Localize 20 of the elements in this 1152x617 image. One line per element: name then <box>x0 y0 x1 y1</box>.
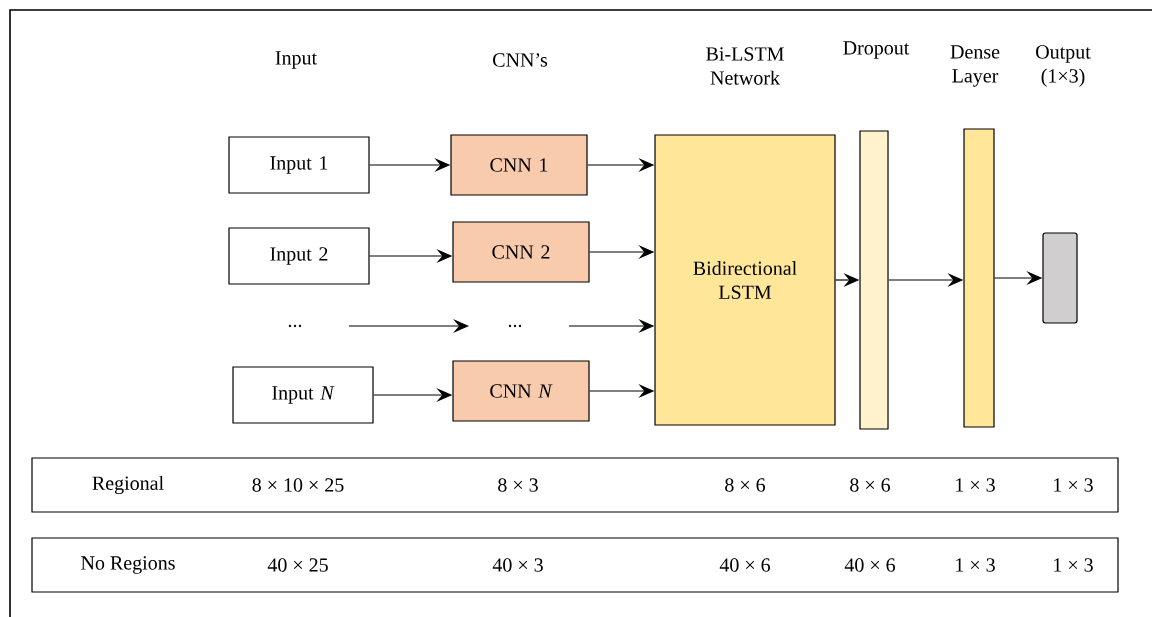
input-box: Input N <box>232 366 374 424</box>
input-box: Input 1 <box>228 136 370 194</box>
table-row: No Regions 40 × 25 40 × 3 40 × 6 40 × 6 1 × 3 1 × 3 <box>31 537 1119 593</box>
column-heading: Output (1×3) <box>1036 45 1091 87</box>
dropout-bar <box>859 130 889 430</box>
cnn-box: CNN 2 <box>452 221 590 283</box>
output-box <box>1042 232 1078 324</box>
input-box: Input 2 <box>228 227 370 285</box>
ellipsis-text: ... <box>288 324 302 328</box>
column-heading: Bi-LSTM Network <box>706 47 784 85</box>
ellipsis-text: ... <box>508 324 522 328</box>
column-heading: Input <box>275 51 317 69</box>
cnn-box: CNN N <box>452 360 590 422</box>
table-row: Regional 8 × 10 × 25 8 × 3 8 × 6 8 × 6 1 × 3 1 × 3 <box>31 457 1119 513</box>
lstm-box: Bidirectional LSTM <box>654 134 836 426</box>
cnn-box: CNN 1 <box>450 134 588 196</box>
column-heading: Dense Layer <box>950 45 1000 87</box>
column-heading: Dropout <box>843 41 910 59</box>
dense-bar <box>963 128 995 428</box>
column-heading: CNN’s <box>493 53 548 67</box>
